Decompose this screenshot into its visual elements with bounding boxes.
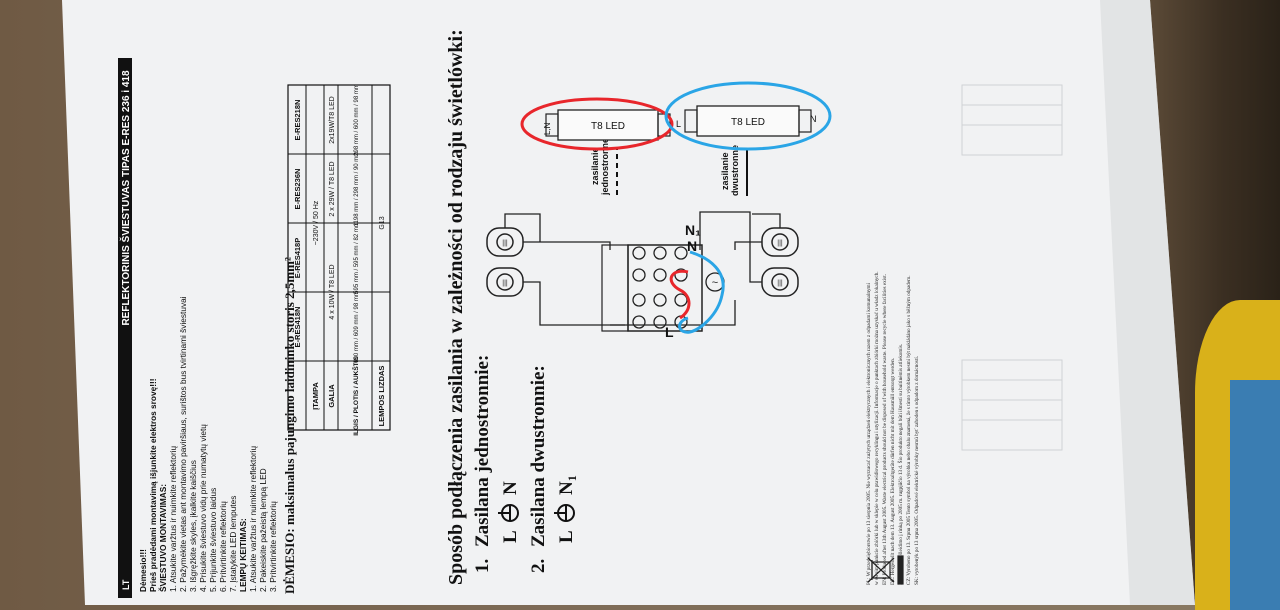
svg-text:|||: ||| [777, 240, 783, 247]
lt-lang: LT [121, 579, 131, 590]
background-blue-object [1230, 380, 1280, 610]
pl-item1-formula-l: L [500, 530, 521, 543]
footer-line: DE: Hergestellt nach dem 13. August 2005… [889, 358, 896, 585]
wires [504, 211, 781, 326]
table-row-label: LEMPOS LIZDAS [377, 366, 386, 427]
lt-header-title: REFLEKTORINIS ŠVIESTUVAS TIPAS E-RES 236… [119, 70, 132, 326]
lt-line: 3. Išgręžkite skyles, įkalkite kaiščius [188, 460, 198, 592]
table-cell: 2x19W/T8 LED [329, 96, 336, 143]
table-cell: 4 x 10W / T8 LED [329, 264, 336, 319]
lt-line: 5. Prijunkite šviestuvo laidus [208, 488, 218, 592]
weee-bin-icon [867, 555, 904, 585]
lt-line: 3. Pritvirtinkite reflektorių [268, 501, 278, 592]
tube-one-sided: T8 LED L,N [543, 109, 671, 141]
svg-text:|||: ||| [777, 280, 783, 287]
svg-text:~: ~ [712, 277, 718, 289]
table-cell: 600 mm / 609 mm / 98 mm [354, 291, 360, 363]
lt-line: 2. Pakeiskite pažeistą lempą LED [258, 468, 268, 592]
lt-header-bar [118, 58, 132, 598]
table-cell: ~230V / 50 Hz [313, 200, 320, 245]
lt-line: 2. Pažymėkite vietas ant montavimo pavir… [178, 296, 188, 592]
tube-pin-label: N [810, 114, 817, 124]
terminal-block: ~ L N N₁ [601, 222, 725, 340]
svg-text:|||: ||| [502, 240, 508, 247]
spec-table-frame [287, 84, 391, 431]
wiring-diagram: ||| ||| ||| ||| [486, 81, 832, 340]
lt-line: Dėmesio!!! [138, 549, 148, 592]
spec-table: E-RES418N E-RES418P E-RES236N E-RES218N … [287, 84, 391, 436]
pl-item2-formula-n: N1 [556, 475, 579, 495]
pl-item2-text: Zasilana dwustronnie: [528, 365, 549, 547]
pl-heading: Sposób podłączenia zasilania w zależnośc… [445, 29, 467, 585]
pl-item1-text: Zasilana jednostronnie: [472, 355, 493, 547]
table-header-cell: E-RES418P [293, 238, 302, 278]
terminal-label: N₁ [685, 222, 701, 238]
pl-item2-formula-l: L [556, 530, 577, 543]
table-cell: 2 x 29W / T8 LED [329, 161, 336, 216]
table-row-label: ĮTAMPA [311, 382, 320, 410]
tube-pin-label: L,N [543, 122, 552, 135]
footer-line: w swoim punkcie zbiórki lub w sklepie w … [873, 271, 880, 585]
table-row-label: GALIA [327, 384, 336, 408]
pl-section: Sposób podłączenia zasilania w zależnośc… [445, 29, 579, 585]
ground-icon [554, 504, 575, 522]
lt-section: REFLEKTORINIS ŠVIESTUVAS TIPAS E-RES 236… [118, 58, 297, 598]
lt-line: 1. Atsukite varžtus ir nuimkite reflekto… [168, 445, 178, 592]
red-pen-circle [520, 97, 674, 151]
footer-line: CZ: Vyrobeno po 13. Srpnu 2005 Tento sym… [906, 276, 912, 586]
table-cell: 1198 mm / 298 mm / 90 mm [354, 152, 360, 227]
label-one-sided: jednostronne [600, 138, 610, 196]
label-two-sided: zasilanie [720, 152, 730, 190]
pl-item1-number: 1. [472, 559, 493, 573]
table-header-cell: E-RES236N [293, 169, 302, 210]
blue-pen-circle [664, 81, 832, 151]
table-cell: G13 [379, 216, 386, 229]
lt-line: 1. Atsukite varžtus ir nuimkite reflekto… [248, 445, 258, 592]
table-row-label: ILGIS / PLOTIS / AUKŠTIS [351, 356, 360, 436]
ground-icon [498, 504, 519, 522]
label-two-sided: dwustronne [730, 145, 740, 196]
tube-label: T8 LED [591, 121, 625, 132]
table-cell: 298 mm / 600 mm / 98 mm [354, 84, 360, 156]
footer-line: EN: Produced after 13th August 2005. Was… [881, 274, 888, 585]
footer-line: PL: W przedsiębiorstwie po 13 sierpnia 2… [866, 282, 872, 585]
terminal-label: N [687, 238, 697, 254]
lt-line: ŠVIESTUVO MONTAVIMAS: [157, 484, 168, 592]
lt-line: 6. Pritvirtinkite reflektorių [218, 501, 228, 592]
lt-line: Prieš pradėdami montavimą išjunkite elek… [148, 379, 158, 593]
table-header-cell: E-RES418N [293, 307, 302, 348]
label-one-sided: zasilanie [590, 147, 600, 185]
table-header-cell: E-RES218N [293, 100, 302, 141]
lt-line: 7. Įstatykite LED lemputes [228, 496, 238, 592]
lt-demesio: DĖMESIO: maksimalus pajungimo laidininko… [282, 257, 297, 594]
footer-section: PL: W przedsiębiorstwie po 13 sierpnia 2… [866, 271, 920, 585]
lt-line: 4. Prisukite šviestuvo vidų prie numatyt… [198, 424, 208, 592]
paper-shadow [1100, 0, 1195, 605]
tube-label: T8 LED [731, 117, 765, 128]
footer-line: SK: vyrobenýk po 13 srpna 2005. Odpadové… [913, 356, 920, 585]
pl-item2-number: 2. [528, 559, 549, 573]
lt-intro-text: Dėmesio!!! Prieš pradėdami montavimą išj… [138, 296, 278, 592]
lt-line: LEMPŲ KEITIMAS: [238, 518, 248, 592]
svg-text:|||: ||| [502, 280, 508, 287]
terminal-label: L [665, 324, 674, 340]
red-pen-mark [669, 269, 691, 320]
tube-pin-label: L [676, 119, 681, 129]
blue-pen-mark [678, 250, 725, 334]
footer-line: LT: Produkto išleidimo į rinką po 2005 m… [896, 344, 904, 585]
tube-two-sided: T8 LED L N [676, 105, 817, 137]
pl-item1-formula-n: N [500, 481, 521, 495]
show-through-table [961, 84, 1063, 451]
table-cell: 595 mm / 595 mm / 82 mm [354, 222, 360, 294]
